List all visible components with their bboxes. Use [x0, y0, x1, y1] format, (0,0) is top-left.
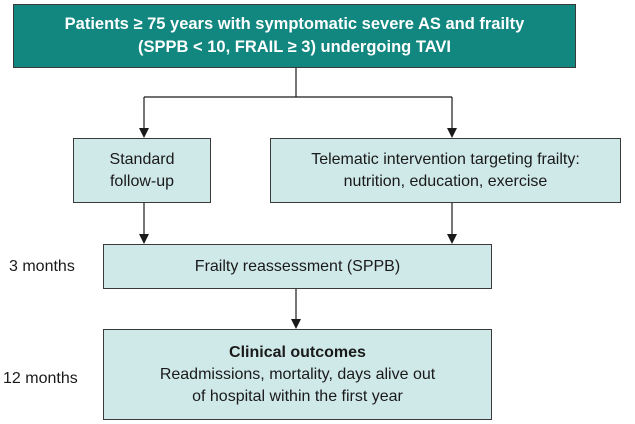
standard-line-1: Standard: [109, 150, 175, 168]
frailty-reassessment-box: Frailty reassessment (SPPB): [103, 244, 492, 289]
population-box: Patients ≥ 75 years with symptomatic sev…: [13, 4, 576, 68]
outcomes-heading: Clinical outcomes: [229, 343, 366, 361]
population-line-1: Patients ≥ 75 years with symptomatic sev…: [64, 15, 525, 33]
outcomes-line-2: of hospital within the first year: [192, 387, 403, 405]
telematic-intervention-box: Telematic intervention targeting frailty…: [270, 138, 621, 203]
timepoint-12-months: 12 months: [3, 370, 78, 387]
standard-followup-box: Standard follow-up: [73, 138, 211, 203]
outcomes-line-1: Readmissions, mortality, days alive out: [159, 365, 436, 383]
timepoint-3-months: 3 months: [9, 258, 75, 275]
clinical-outcomes-box: Clinical outcomes Readmissions, mortalit…: [103, 329, 492, 420]
telematic-line-1: Telematic intervention targeting frailty…: [311, 150, 580, 168]
standard-line-2: follow-up: [109, 172, 175, 190]
telematic-line-2: nutrition, education, exercise: [343, 172, 548, 190]
population-line-2: (SPPB < 10, FRAIL ≥ 3) undergoing TAVI: [138, 38, 451, 56]
reassessment-text: Frailty reassessment (SPPB): [194, 257, 401, 275]
